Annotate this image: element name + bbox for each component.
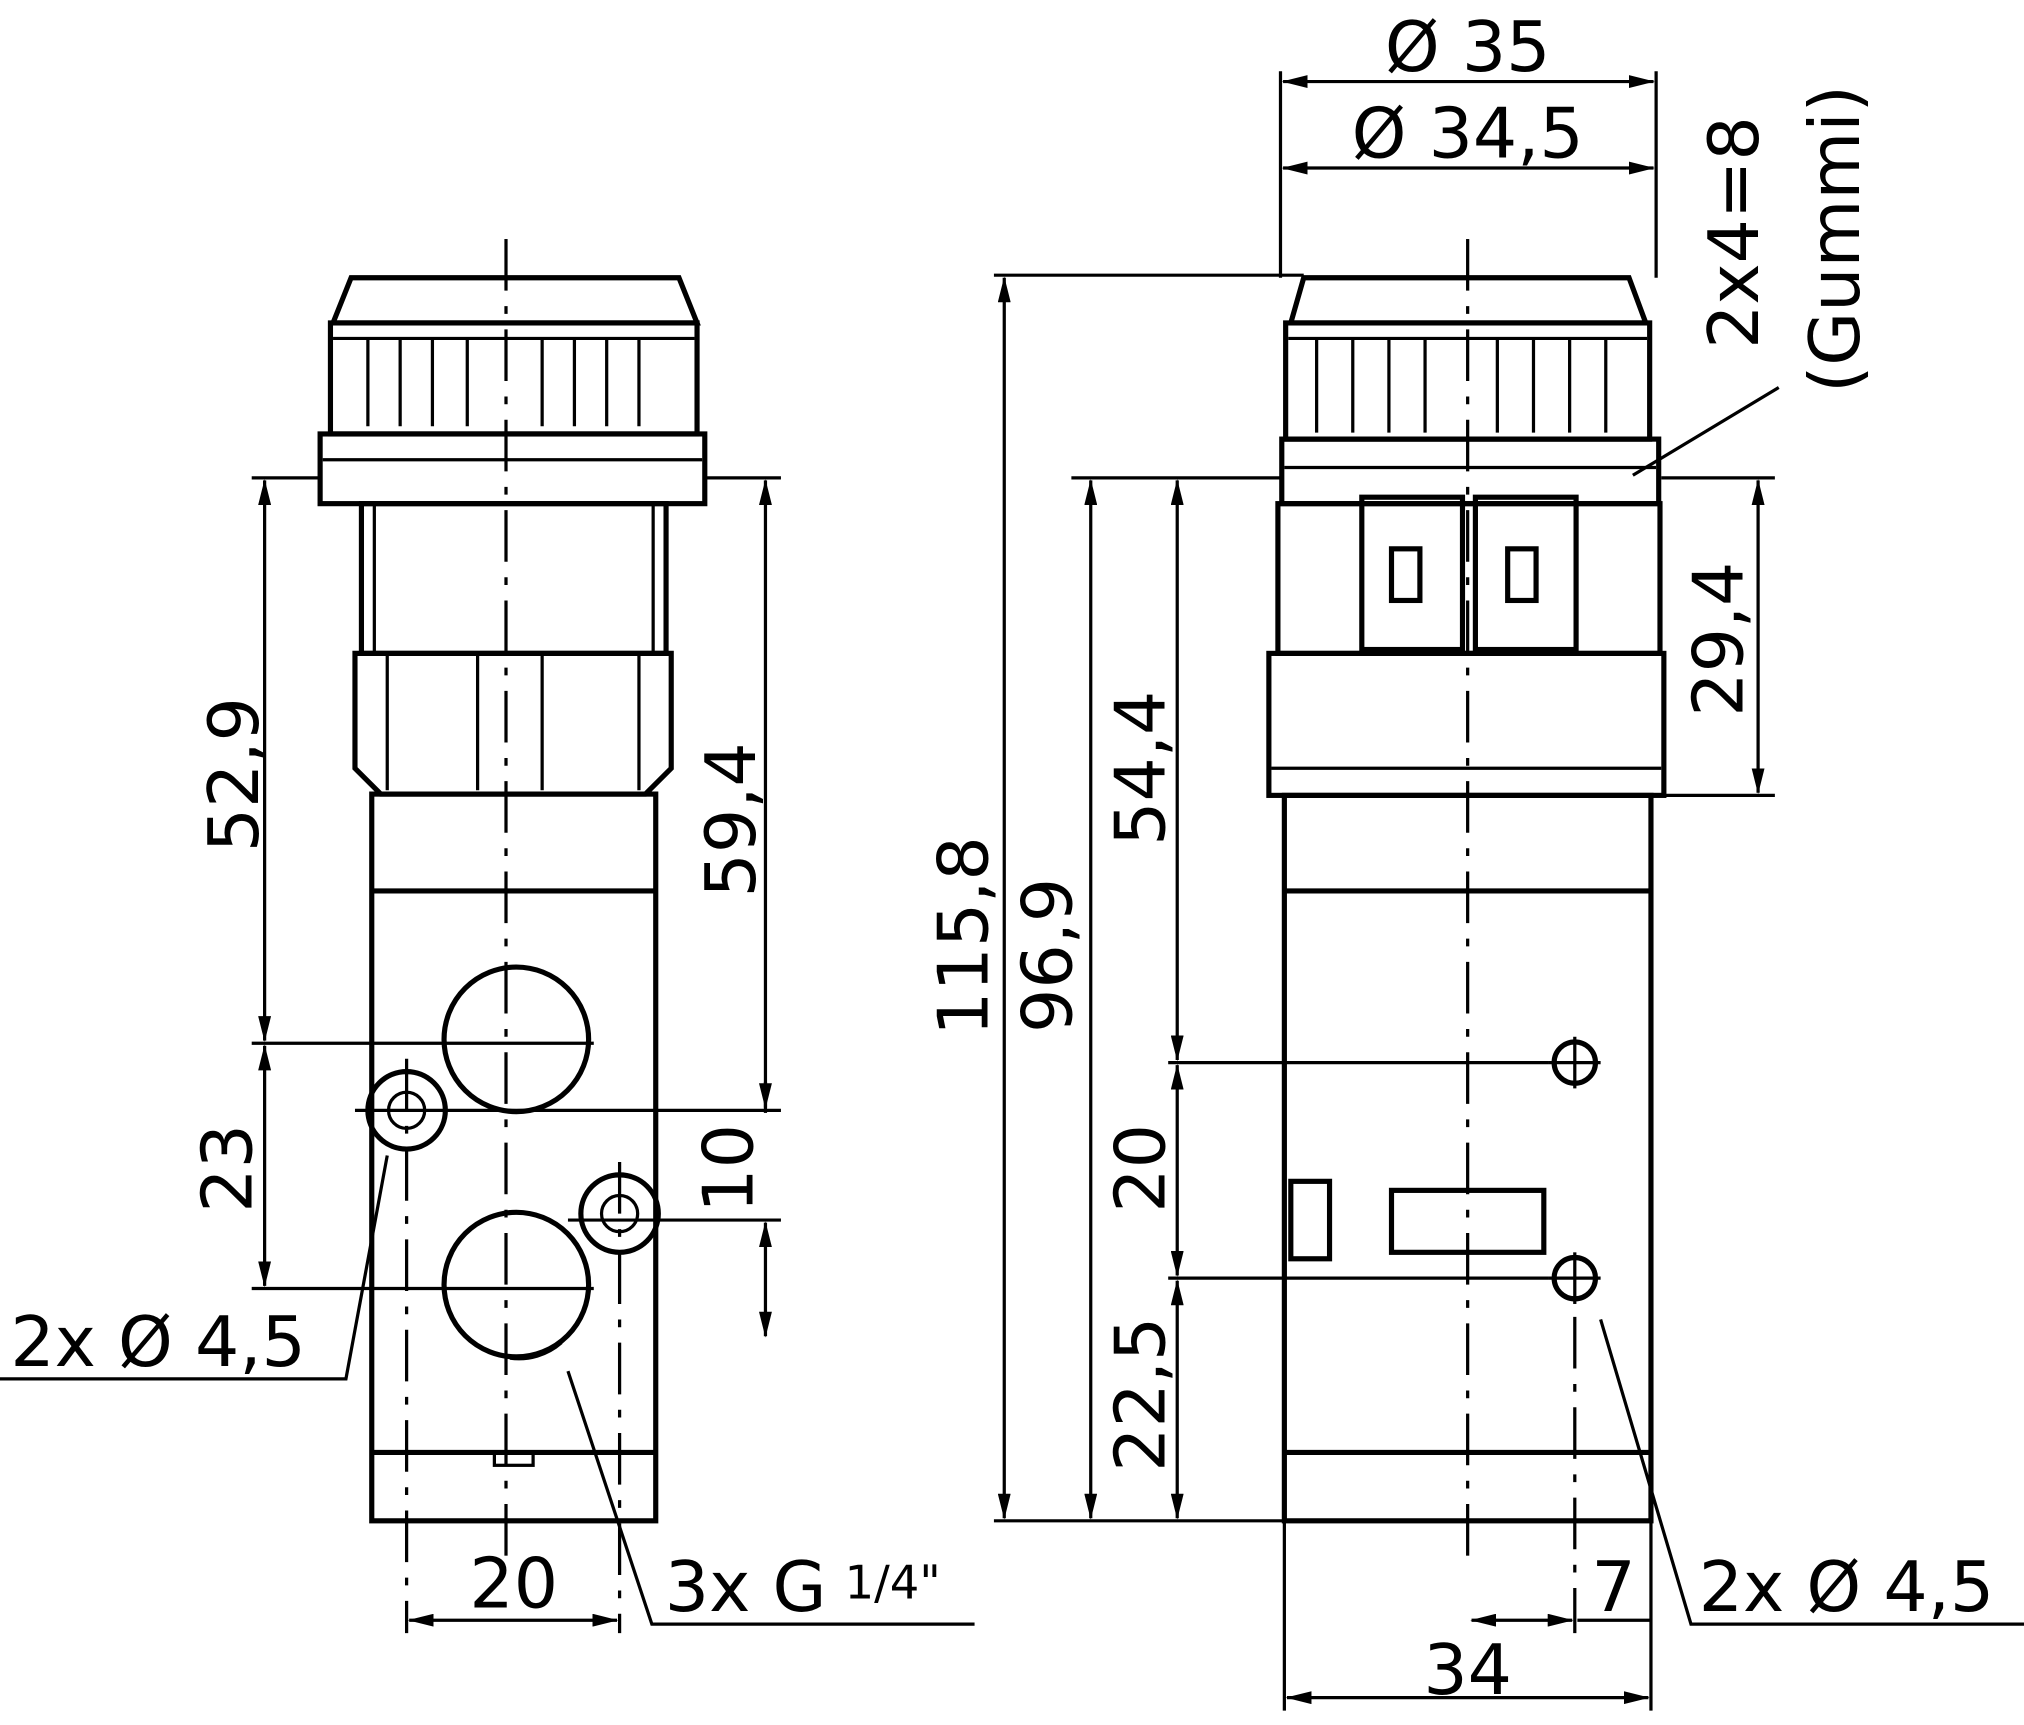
- dim-20-h: 20: [469, 1543, 558, 1624]
- right-view: Ø 35 Ø 34,5 2x4=8 (Gummi) 115,8 96,9 54,…: [923, 7, 2024, 1711]
- dim-22-5: 22,5: [1100, 1317, 1181, 1472]
- cap-top: [329, 275, 701, 326]
- port-lower: [441, 1209, 592, 1360]
- dim-7: 7: [1591, 1547, 1635, 1628]
- dim-54-4: 54,4: [1100, 691, 1181, 846]
- dim-23: 23: [188, 1124, 269, 1213]
- dim-34: 34: [1423, 1630, 1512, 1711]
- dim-20-v: 20: [1100, 1124, 1181, 1213]
- dim-96-9: 96,9: [1007, 878, 1088, 1033]
- port-upper: [441, 964, 592, 1115]
- rubber-size-note: 2x4=8: [1694, 116, 1775, 349]
- holes-note-left: 2x Ø 4,5: [10, 1302, 306, 1383]
- stem: [358, 501, 669, 656]
- dim-52-9: 52,9: [194, 697, 275, 852]
- rubber-material-note: (Gummi): [1795, 85, 1876, 393]
- dim-59-4: 59,4: [691, 742, 772, 897]
- hex-nut: [352, 650, 674, 797]
- valve-body: [369, 791, 659, 1524]
- cap-ring: [317, 431, 708, 507]
- dim-10: 10: [689, 1124, 770, 1213]
- dim-dia-35: Ø 35: [1385, 7, 1551, 88]
- dim-dia-34-5: Ø 34,5: [1352, 94, 1584, 175]
- holes-note-right: 2x Ø 4,5: [1699, 1547, 1995, 1628]
- dim-29-4: 29,4: [1679, 562, 1760, 717]
- dim-115-8: 115,8: [923, 836, 1004, 1036]
